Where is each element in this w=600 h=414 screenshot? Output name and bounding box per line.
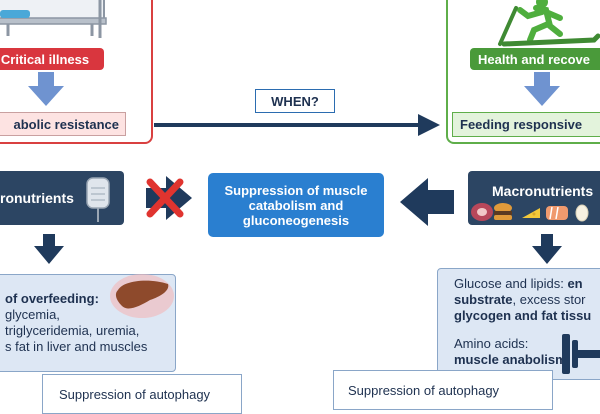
glucose-line1-bold: en <box>567 276 583 291</box>
x-mark-icon <box>146 178 184 218</box>
cheese-icon <box>522 208 540 218</box>
overfeeding-line-3: s fat in liver and muscles <box>5 339 148 354</box>
iv-bag-icon <box>86 177 110 222</box>
glucose-lipids-box: Glucose and lipids: en substrate, excess… <box>437 268 600 380</box>
glucose-excess: , excess stor <box>512 292 586 307</box>
feeding-responsiveness-label: Feeding responsive <box>452 112 600 137</box>
down-arrow-glucose <box>532 234 562 264</box>
suppression-line-3: gluconeogenesis <box>242 212 350 228</box>
suppression-catabolism-box: Suppression of muscle catabolism and glu… <box>208 173 384 237</box>
down-arrow-right <box>524 72 560 106</box>
suppression-line-1: Suppression of muscle <box>224 182 368 198</box>
when-question-box: WHEN? <box>255 89 335 113</box>
treadmill-runner-icon <box>498 0 600 47</box>
suppression-line-2: catabolism and <box>248 197 344 213</box>
amino-acids-label: Amino acids: <box>454 336 529 351</box>
critical-illness-label: Critical illness <box>0 48 104 70</box>
autophagy-left-box: Suppression of autophagy <box>42 374 242 414</box>
critical-illness-panel <box>0 0 153 144</box>
overfeeding-line-1: glycemia, <box>5 307 60 322</box>
food-icons <box>471 203 589 222</box>
overfeeding-line-2: triglyceridemia, uremia, <box>5 323 140 338</box>
anabolic-resistance-label: abolic resistance <box>0 112 126 136</box>
glycogen-fat-label: glycogen and fat tissu <box>454 308 592 323</box>
autophagy-left-label: Suppression of autophagy <box>59 387 211 402</box>
burger-icon <box>494 203 512 220</box>
overfeeding-title: of overfeeding: <box>5 291 99 306</box>
glucose-line1-text: Glucose and lipids: <box>454 276 568 291</box>
egg-icon <box>575 204 589 222</box>
steak-icon <box>471 203 493 221</box>
liver-icon <box>110 274 174 318</box>
autophagy-right-box: Suppression of autophagy <box>333 370 553 410</box>
left-arrow <box>400 178 454 226</box>
barbell-icon <box>562 334 600 374</box>
autophagy-right-label: Suppression of autophagy <box>348 383 500 398</box>
health-recovery-panel <box>446 0 600 144</box>
macronutrients-left-label: ronutrients <box>0 190 74 206</box>
down-arrow-left <box>28 72 64 106</box>
overfeeding-box: of overfeeding: glycemia, triglyceridemi… <box>0 274 176 372</box>
when-arrow <box>154 114 440 136</box>
muscle-anabolism-label: muscle anabolism <box>454 352 567 367</box>
health-recovery-label: Health and recove <box>470 48 600 70</box>
salmon-icon <box>546 206 568 220</box>
macronutrients-right-label: Macronutrients <box>492 183 594 199</box>
hospital-bed-icon <box>0 0 107 38</box>
down-arrow-overfeeding <box>34 234 64 264</box>
glucose-substrate: substrate <box>454 292 513 307</box>
